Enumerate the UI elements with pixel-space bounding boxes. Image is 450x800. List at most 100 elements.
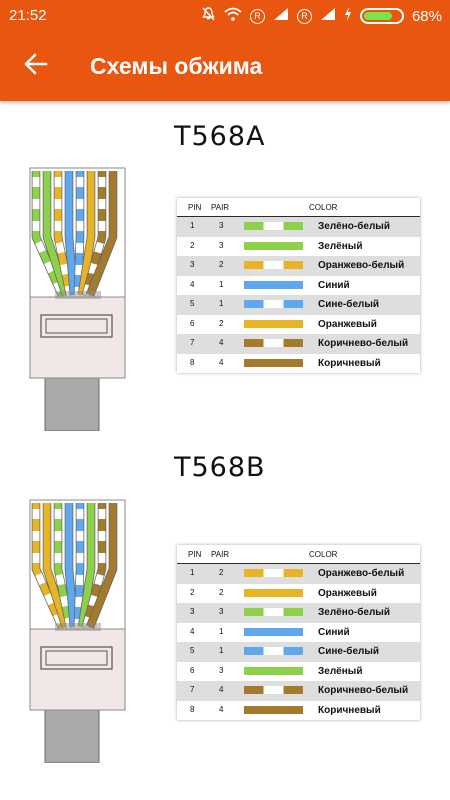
pin-number: 5 bbox=[190, 646, 195, 655]
color-swatch bbox=[244, 222, 303, 230]
standard-title-a: T568A bbox=[174, 121, 266, 152]
pair-number: 2 bbox=[219, 568, 224, 577]
mute-bell-icon bbox=[201, 6, 216, 26]
toolbar: Схемы обжима bbox=[0, 36, 450, 100]
header-color: COLOR bbox=[309, 203, 338, 212]
color-swatch bbox=[244, 358, 303, 367]
color-swatch bbox=[244, 339, 303, 347]
wire bbox=[77, 171, 96, 296]
wire bbox=[86, 503, 118, 629]
wire bbox=[53, 171, 75, 296]
roaming-icon: R bbox=[249, 8, 265, 24]
pair-number: 3 bbox=[219, 221, 224, 230]
color-swatch bbox=[244, 666, 303, 675]
pin-number: 3 bbox=[190, 260, 195, 269]
wire-color-name: Оранжевый bbox=[318, 318, 377, 330]
status-bar: 21:52 R R 68% bbox=[0, 0, 450, 32]
pair-number: 1 bbox=[219, 646, 224, 655]
wire-color-name: Синий bbox=[318, 626, 350, 638]
pin-number: 6 bbox=[190, 665, 195, 675]
charging-bolt-icon bbox=[344, 7, 352, 25]
wire-color-name: Сине-белый bbox=[318, 646, 380, 657]
header-color: COLOR bbox=[309, 550, 338, 559]
color-swatch bbox=[244, 280, 303, 289]
color-swatch bbox=[244, 608, 303, 616]
color-swatch bbox=[244, 627, 303, 636]
color-swatch bbox=[244, 588, 303, 597]
wire bbox=[77, 503, 96, 628]
signal-icon-2 bbox=[320, 7, 336, 25]
wire-color-name: Зелёно-белый bbox=[318, 607, 390, 618]
pin-number: 2 bbox=[190, 587, 195, 597]
header-pin: PIN bbox=[188, 550, 202, 559]
pair-number: 1 bbox=[219, 626, 224, 636]
battery-icon bbox=[359, 8, 404, 24]
table-row: 1 2 Оранжево-белый bbox=[177, 564, 420, 584]
pin-number: 8 bbox=[190, 357, 195, 367]
connector-diagram-a bbox=[29, 167, 126, 431]
pair-number: 1 bbox=[219, 279, 224, 289]
wire-color-name: Коричнево-белый bbox=[318, 338, 409, 349]
pin-number: 6 bbox=[190, 318, 195, 328]
pin-number: 2 bbox=[190, 240, 195, 250]
header-pair: PAIR bbox=[211, 203, 230, 212]
table-row: 5 1 Сине-белый bbox=[177, 642, 420, 662]
color-swatch bbox=[244, 300, 303, 308]
wire bbox=[42, 503, 71, 629]
pin-number: 3 bbox=[190, 607, 195, 616]
status-time: 21:52 bbox=[9, 7, 47, 24]
wire bbox=[42, 171, 71, 297]
standard-title-b: T568B bbox=[174, 452, 266, 483]
wire bbox=[86, 171, 118, 297]
table-row: 1 3 Зелёно-белый bbox=[177, 217, 420, 237]
pair-number: 2 bbox=[219, 587, 224, 597]
table-row: 6 2 Оранжевый bbox=[177, 315, 420, 335]
color-swatch bbox=[244, 569, 303, 577]
wire bbox=[64, 171, 79, 296]
color-swatch bbox=[244, 261, 303, 269]
color-swatch bbox=[244, 319, 303, 328]
wire bbox=[64, 503, 79, 628]
pair-number: 3 bbox=[219, 607, 224, 616]
color-swatch bbox=[244, 241, 303, 250]
wire-color-name: Коричневый bbox=[318, 704, 381, 716]
pair-number: 3 bbox=[219, 240, 224, 250]
back-arrow-icon[interactable] bbox=[22, 50, 50, 78]
pair-number: 4 bbox=[219, 685, 224, 694]
wire-color-name: Синий bbox=[318, 279, 350, 291]
roaming-icon-2: R bbox=[296, 8, 312, 24]
pin-number: 1 bbox=[190, 221, 195, 230]
pair-number: 3 bbox=[219, 665, 224, 675]
color-swatch bbox=[244, 647, 303, 655]
pair-number: 2 bbox=[219, 260, 224, 269]
table-row: 2 2 Оранжевый bbox=[177, 584, 420, 604]
wire-color-name: Оранжевый bbox=[318, 587, 377, 599]
wire-color-name: Зелёный bbox=[318, 665, 363, 677]
wire-color-name: Оранжево-белый bbox=[318, 568, 405, 579]
table-row: 3 3 Зелёно-белый bbox=[177, 603, 420, 623]
pair-number: 4 bbox=[219, 357, 224, 367]
wire-color-name: Зелёно-белый bbox=[318, 221, 390, 232]
wire bbox=[31, 171, 66, 297]
pin-number: 5 bbox=[190, 299, 195, 308]
pair-number: 2 bbox=[219, 318, 224, 328]
pin-number: 7 bbox=[190, 338, 195, 347]
wire bbox=[81, 171, 107, 297]
page-title: Схемы обжима bbox=[90, 53, 263, 79]
color-swatch bbox=[244, 686, 303, 694]
pair-number: 4 bbox=[219, 704, 224, 714]
wire bbox=[73, 503, 85, 628]
color-swatch bbox=[244, 705, 303, 714]
pin-number: 1 bbox=[190, 568, 195, 577]
